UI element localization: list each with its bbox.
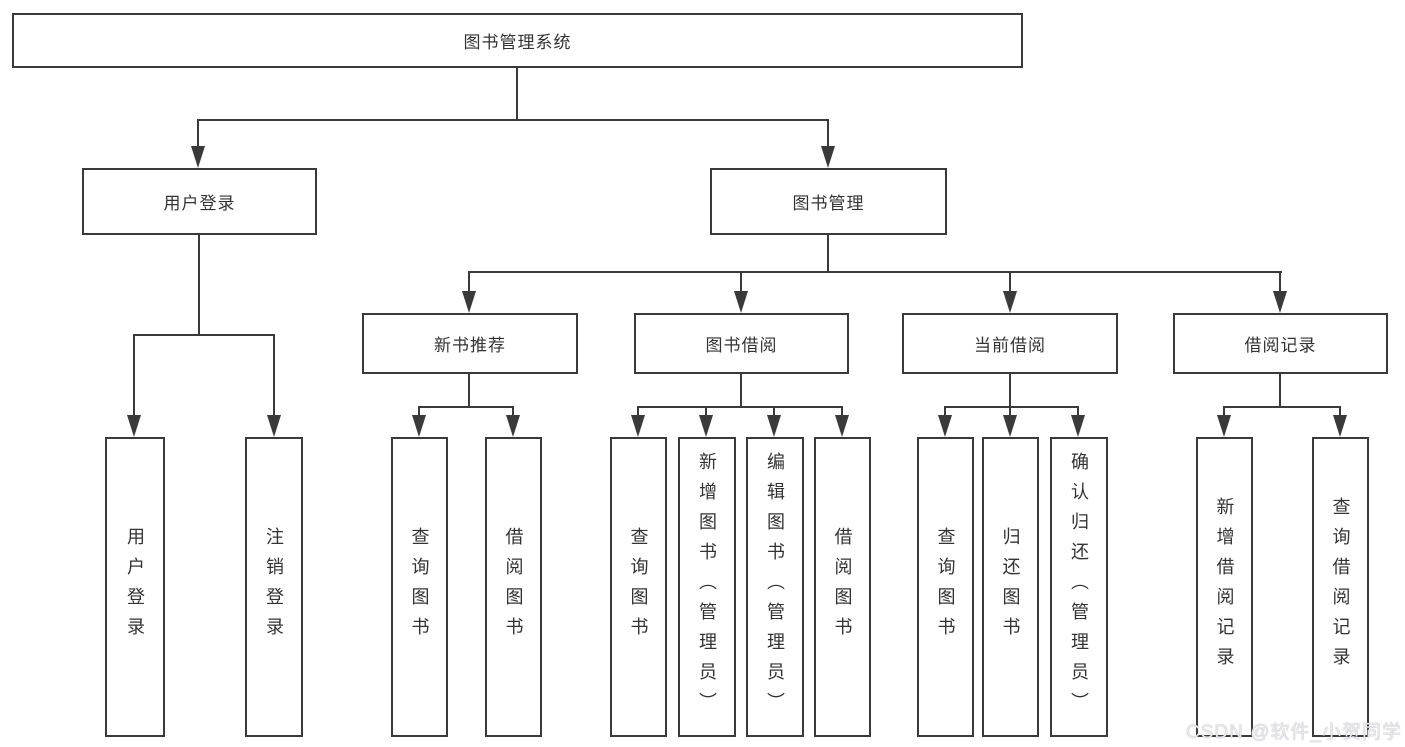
arrowhead-down-icon: [506, 415, 520, 437]
connector-line: [1223, 406, 1225, 417]
leaf-query-books-recommend-label: 查询图书: [409, 527, 430, 647]
leaf-borrow-books-recommend: 借阅图书: [485, 437, 542, 737]
arrowhead-down-icon: [938, 415, 952, 437]
connector-line: [1009, 271, 1011, 293]
connector-line: [197, 119, 199, 148]
arrowhead-down-icon: [267, 415, 281, 437]
node-book-borrowing-label: 图书借阅: [705, 336, 778, 355]
connector-line: [1279, 374, 1281, 408]
leaf-query-borrow-record-label: 查询借阅记录: [1330, 497, 1351, 677]
connector-line: [133, 334, 135, 417]
leaf-confirm-return-admin: 确认归还（管理员）: [1050, 437, 1108, 737]
leaf-add-borrow-record-label: 新增借阅记录: [1214, 497, 1235, 677]
connector-line: [740, 374, 742, 408]
arrowhead-down-icon: [835, 415, 849, 437]
connector-line: [637, 406, 843, 408]
leaf-user-login: 用户登录: [105, 437, 165, 737]
arrowhead-down-icon: [127, 415, 141, 437]
node-book-management: 图书管理: [710, 168, 947, 235]
leaf-query-books-borrow-label: 查询图书: [628, 527, 649, 647]
node-library-system-label: 图书管理系统: [463, 33, 572, 52]
connector-line: [133, 334, 275, 336]
leaf-add-borrow-record: 新增借阅记录: [1196, 437, 1253, 737]
arrowhead-down-icon: [631, 415, 645, 437]
arrowhead-down-icon: [1273, 291, 1287, 313]
leaf-logout-label: 注销登录: [264, 527, 284, 647]
arrowhead-down-icon: [699, 415, 713, 437]
connector-line: [516, 68, 518, 120]
connector-line: [740, 271, 742, 293]
leaf-borrow-books-recommend-label: 借阅图书: [503, 527, 524, 647]
leaf-query-books-current-label: 查询图书: [935, 527, 956, 647]
leaf-logout: 注销登录: [245, 437, 303, 737]
arrowhead-down-icon: [1217, 415, 1231, 437]
connector-line: [418, 406, 514, 408]
connector-line: [198, 235, 200, 335]
arrowhead-down-icon: [1003, 415, 1017, 437]
connector-line: [468, 271, 470, 293]
leaf-return-books-label: 归还图书: [1000, 527, 1021, 647]
leaf-return-books: 归还图书: [982, 437, 1039, 737]
connector-line: [1339, 406, 1341, 417]
leaf-edit-books-admin: 编辑图书（管理员）: [746, 437, 804, 737]
csdn-watermark: CSDN @软件_小贺同学: [1186, 722, 1402, 743]
node-current-borrowing: 当前借阅: [902, 313, 1118, 374]
leaf-query-books-recommend: 查询图书: [391, 437, 448, 737]
connector-line: [1009, 406, 1011, 417]
arrowhead-down-icon: [734, 291, 748, 313]
node-borrowing-records: 借阅记录: [1173, 313, 1388, 374]
node-user-login: 用户登录: [82, 168, 317, 235]
connector-line: [705, 406, 707, 417]
node-book-borrowing: 图书借阅: [634, 313, 849, 374]
connector-line: [1009, 374, 1011, 408]
arrowhead-down-icon: [767, 415, 781, 437]
connector-line: [197, 119, 829, 121]
arrowhead-down-icon: [462, 291, 476, 313]
connector-line: [773, 406, 775, 417]
connector-line: [468, 374, 470, 408]
leaf-borrow-books-label: 借阅图书: [832, 527, 853, 647]
leaf-add-books-admin-label: 新增图书（管理员）: [697, 452, 717, 722]
connector-line: [944, 406, 1079, 408]
connector-line: [841, 406, 843, 417]
connector-line: [273, 334, 275, 417]
arrowhead-down-icon: [1003, 291, 1017, 313]
node-current-borrowing-label: 当前借阅: [974, 336, 1046, 355]
node-borrowing-records-label: 借阅记录: [1244, 336, 1317, 355]
node-new-book-recommend: 新书推荐: [362, 313, 578, 374]
leaf-edit-books-admin-label: 编辑图书（管理员）: [765, 452, 785, 722]
node-library-system: 图书管理系统: [12, 13, 1023, 68]
connector-line: [827, 235, 829, 272]
leaf-user-login-label: 用户登录: [125, 527, 145, 647]
connector-line: [468, 271, 1282, 273]
connector-line: [827, 119, 829, 148]
connector-line: [512, 406, 514, 417]
connector-line: [418, 406, 420, 417]
node-book-management-label: 图书管理: [792, 194, 865, 213]
arrowhead-down-icon: [821, 146, 835, 168]
arrowhead-down-icon: [191, 146, 205, 168]
connector-line: [944, 406, 946, 417]
node-new-book-recommend-label: 新书推荐: [434, 336, 506, 355]
leaf-add-books-admin: 新增图书（管理员）: [678, 437, 736, 737]
leaf-borrow-books: 借阅图书: [814, 437, 871, 737]
node-user-login-label: 用户登录: [163, 194, 236, 213]
connector-line: [1279, 271, 1281, 293]
arrowhead-down-icon: [412, 415, 426, 437]
arrowhead-down-icon: [1071, 415, 1085, 437]
leaf-query-books-current: 查询图书: [917, 437, 974, 737]
connector-line: [637, 406, 639, 417]
connector-line: [1077, 406, 1079, 417]
connector-line: [1223, 406, 1341, 408]
leaf-query-books-borrow: 查询图书: [610, 437, 667, 737]
arrowhead-down-icon: [1333, 415, 1347, 437]
leaf-query-borrow-record: 查询借阅记录: [1312, 437, 1369, 737]
leaf-confirm-return-admin-label: 确认归还（管理员）: [1069, 452, 1089, 722]
